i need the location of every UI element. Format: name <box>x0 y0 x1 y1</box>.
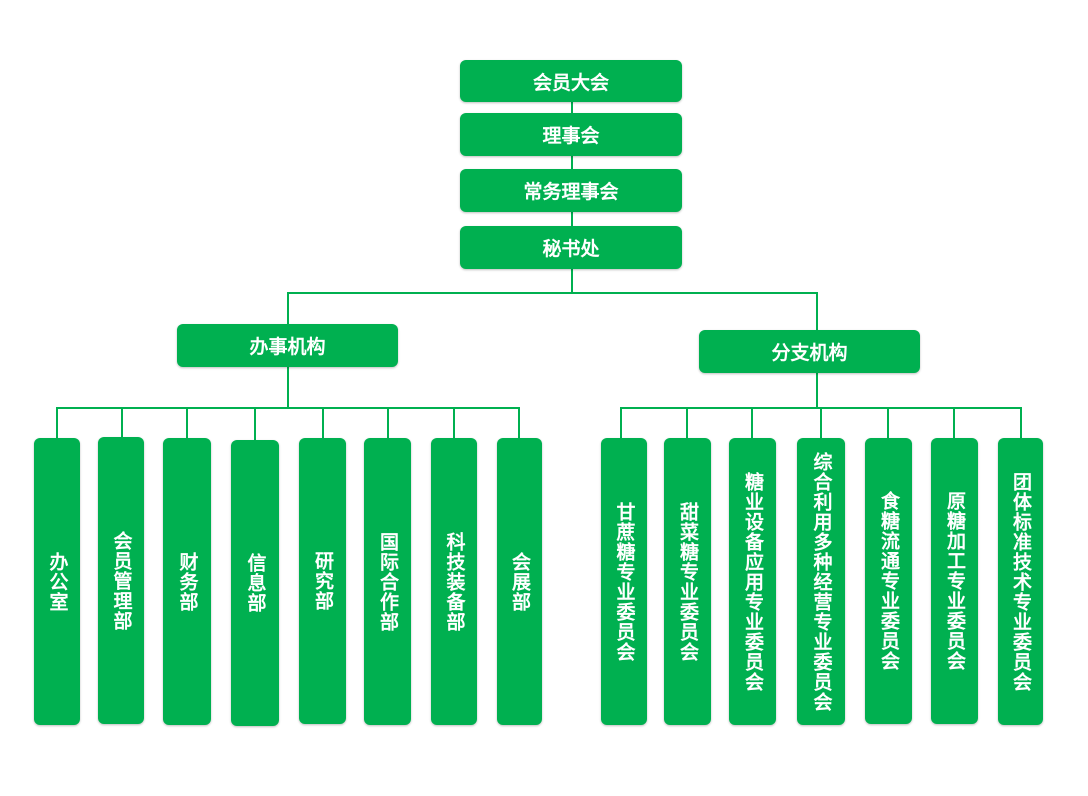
committee-node: 原糖加工专业委员会 <box>931 438 978 724</box>
office-node: 研究部 <box>299 438 346 724</box>
connector-line <box>322 407 324 440</box>
connector-line <box>287 292 289 326</box>
node-council: 理事会 <box>460 113 682 156</box>
connector-line <box>287 365 289 409</box>
office-node: 国际合作部 <box>364 438 411 725</box>
committee-node: 糖业设备应用专业委员会 <box>729 438 776 725</box>
node-offices: 办事机构 <box>177 324 398 367</box>
office-node: 信息部 <box>231 440 279 726</box>
connector-line <box>953 407 955 440</box>
node-secretariat: 秘书处 <box>460 226 682 269</box>
connector-line <box>56 407 58 440</box>
connector-line <box>254 407 256 440</box>
connector-line <box>1020 407 1022 440</box>
node-general-assembly: 会员大会 <box>460 60 682 102</box>
office-node: 财务部 <box>163 438 211 725</box>
connector-line <box>751 407 753 440</box>
office-node: 科技装备部 <box>431 438 477 725</box>
committee-node: 综合利用多种经营专业委员会 <box>797 438 845 725</box>
connector-line <box>887 407 889 440</box>
committee-node: 团体标准技术专业委员会 <box>998 438 1043 725</box>
office-node: 会展部 <box>497 438 542 725</box>
connector-line <box>387 407 389 440</box>
connector-line <box>620 407 622 440</box>
connector-line <box>816 292 818 332</box>
connector-line <box>287 292 818 294</box>
connector-line <box>453 407 455 440</box>
connector-line <box>816 371 818 409</box>
node-standing-council: 常务理事会 <box>460 169 682 212</box>
committee-node: 食糖流通专业委员会 <box>865 438 912 724</box>
connector-line <box>56 407 520 409</box>
node-branches: 分支机构 <box>699 330 920 373</box>
office-node: 会员管理部 <box>98 437 144 724</box>
connector-line <box>820 407 822 440</box>
connector-line <box>121 407 123 440</box>
connector-line <box>686 407 688 440</box>
connector-line <box>186 407 188 440</box>
committee-node: 甘蔗糖专业委员会 <box>601 438 647 725</box>
connector-line <box>518 407 520 440</box>
office-node: 办公室 <box>34 438 80 725</box>
committee-node: 甜菜糖专业委员会 <box>664 438 711 725</box>
